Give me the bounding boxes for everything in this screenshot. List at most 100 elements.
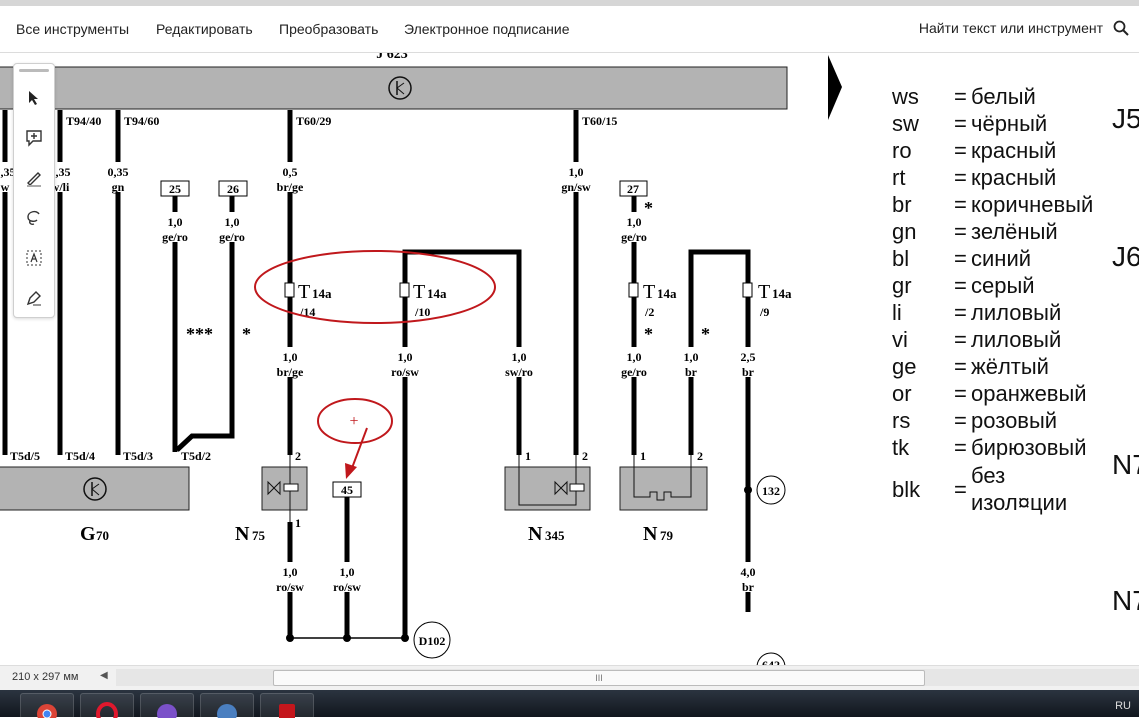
legend-code: br xyxy=(892,192,912,217)
legend-row: ge=жёлтый xyxy=(892,354,1093,381)
legend-row: gn=зелёный xyxy=(892,219,1093,246)
wire-size: 1,0 xyxy=(340,565,355,579)
legend-equals: = xyxy=(954,111,967,136)
pin-number: 1 xyxy=(640,449,646,463)
scroll-left-arrow-icon[interactable]: ◀ xyxy=(100,670,108,681)
annotation-ellipse xyxy=(317,398,393,444)
legend-row: vi=лиловый xyxy=(892,327,1093,354)
toolbar-drag-handle[interactable] xyxy=(19,69,49,72)
wire-color: ro/sw xyxy=(276,580,304,594)
wire-size: 1,0 xyxy=(398,350,413,364)
horizontal-scrollbar[interactable]: III xyxy=(116,669,1139,686)
scrollbar-thumb[interactable]: III xyxy=(273,670,925,686)
solenoid-valve-icon xyxy=(267,455,299,522)
chrome-icon xyxy=(37,704,57,718)
pin-number: 2 xyxy=(582,449,588,463)
legend-equals: = xyxy=(954,300,967,325)
taskbar: RU xyxy=(0,690,1139,719)
legend-row: sw=чёрный xyxy=(892,111,1093,138)
legend-equals: = xyxy=(954,327,967,352)
taskbar-opera[interactable] xyxy=(80,693,134,719)
search-tools[interactable]: Найти текст или инструмент xyxy=(919,20,1129,36)
menu-all-tools[interactable]: Все инструменты xyxy=(16,21,130,37)
wire-size: 1,0 xyxy=(225,215,240,229)
asterisk-note: * xyxy=(701,324,710,344)
draw-button[interactable] xyxy=(18,202,50,234)
ref-box-26: 26 xyxy=(227,182,239,196)
next-page-arrow-icon[interactable] xyxy=(828,55,842,120)
control-unit-block xyxy=(0,66,788,110)
viber-icon xyxy=(157,704,177,718)
legend-equals: = xyxy=(954,354,967,379)
wire-size: 1,0 xyxy=(684,350,699,364)
add-comment-button[interactable] xyxy=(18,122,50,154)
legend-color-name: зелёный xyxy=(971,219,1058,244)
opera-icon xyxy=(96,702,118,718)
legend-row: tk=бирюзовый xyxy=(892,435,1093,462)
taskbar-app[interactable] xyxy=(200,693,254,719)
ref-132: 132 xyxy=(762,484,780,498)
legend-color-name: жёлтый xyxy=(971,354,1049,379)
wire-color: w xyxy=(1,180,10,194)
legend-color-name: красный xyxy=(971,165,1057,190)
select-tool-button[interactable] xyxy=(18,82,50,114)
menu-convert[interactable]: Преобразовать xyxy=(279,21,379,37)
highlight-button[interactable] xyxy=(18,162,50,194)
wiring-diagram: J 623 T94/40 T94/60 T60/29 T60/15 0,35w … xyxy=(0,53,842,665)
legend-equals: = xyxy=(954,165,967,190)
asterisk-note: *** xyxy=(186,324,213,344)
scroll-grip: III xyxy=(595,673,603,683)
svg-text:T: T xyxy=(413,281,425,303)
legend-color-name: без изол¤ции xyxy=(971,463,1068,515)
component-label-g70: G xyxy=(80,523,96,545)
sign-button[interactable] xyxy=(18,282,50,314)
menu-edit[interactable]: Редактировать xyxy=(156,21,253,37)
pin-t94-40: T94/40 xyxy=(66,114,101,128)
legend-equals: = xyxy=(954,435,967,460)
legend-color-name: лиловый xyxy=(971,300,1062,325)
wire-color: ge/ro xyxy=(621,365,647,379)
wire-color: ge/ro xyxy=(621,230,647,244)
solenoid-valve-icon xyxy=(518,455,585,506)
legend-color-name: красный xyxy=(971,138,1057,163)
legend-equals: = xyxy=(954,381,967,406)
document-view[interactable]: J 623 T94/40 T94/60 T60/29 T60/15 0,35w … xyxy=(0,53,1139,665)
taskbar-acrobat[interactable] xyxy=(260,693,314,719)
pin-number: 1 xyxy=(525,449,531,463)
language-indicator[interactable]: RU xyxy=(1115,700,1131,712)
annotation-toolbar xyxy=(13,63,55,318)
legend-color-name: белый xyxy=(971,84,1036,109)
legend-code: rs xyxy=(892,408,911,433)
legend-color-name: чёрный xyxy=(971,111,1048,136)
wire-color: ro/sw xyxy=(391,365,419,379)
taskbar-viber[interactable] xyxy=(140,693,194,719)
legend-row: br=коричневый xyxy=(892,192,1093,219)
pin-number: 2 xyxy=(295,449,301,463)
legend-equals: = xyxy=(954,273,967,298)
wire-size: 0,35 xyxy=(0,165,16,179)
taskbar-chrome[interactable] xyxy=(20,693,74,719)
text-box-button[interactable] xyxy=(18,242,50,274)
legend-row: blk=без изол¤ции xyxy=(892,462,1093,516)
right-label: N7 xyxy=(1112,449,1139,480)
wire-color: ge/ro xyxy=(219,230,245,244)
component-label-sub: 79 xyxy=(660,528,674,543)
legend-equals: = xyxy=(954,138,967,163)
asterisk-note: * xyxy=(644,324,653,344)
right-label: J6 xyxy=(1112,241,1139,272)
component-label-n75: N xyxy=(235,523,250,545)
annotation-arrow-icon xyxy=(345,427,368,479)
legend-code: gr xyxy=(892,273,912,298)
legend-row: ro=красный xyxy=(892,138,1093,165)
wire-size: 1,0 xyxy=(283,565,298,579)
svg-text:14a: 14a xyxy=(312,286,332,301)
wire-color: w/li xyxy=(51,180,70,194)
menu-e-sign[interactable]: Электронное подписание xyxy=(404,21,570,37)
svg-text:T: T xyxy=(298,281,310,303)
svg-text:/2: /2 xyxy=(644,305,654,319)
svg-text:T: T xyxy=(758,281,770,303)
transistor-symbol-icon xyxy=(83,477,107,501)
